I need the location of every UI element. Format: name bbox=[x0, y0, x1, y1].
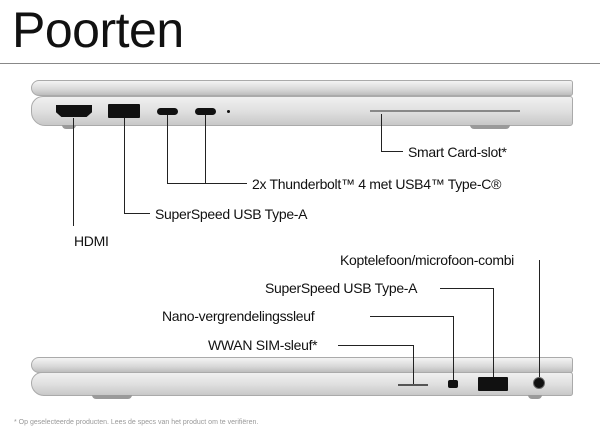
callout-line bbox=[73, 118, 74, 226]
label-thunderbolt: 2x Thunderbolt™ 4 met USB4™ Type-C® bbox=[252, 176, 502, 192]
lock-slot bbox=[448, 380, 458, 388]
callout-line bbox=[381, 114, 382, 152]
hdmi-port bbox=[56, 105, 92, 117]
callout-line bbox=[205, 115, 206, 184]
callout-line bbox=[381, 151, 403, 152]
usb-a-port bbox=[478, 377, 508, 391]
callout-line bbox=[453, 316, 454, 380]
laptop-foot bbox=[92, 395, 132, 399]
label-hdmi: HDMI bbox=[74, 233, 109, 249]
label-lock: Nano-vergrendelingssleuf bbox=[162, 308, 315, 324]
laptop-foot bbox=[62, 125, 76, 129]
callout-line bbox=[539, 260, 540, 377]
callout-line bbox=[493, 288, 494, 377]
callout-line bbox=[370, 316, 453, 317]
label-usb-a: SuperSpeed USB Type-A bbox=[265, 280, 418, 296]
divider bbox=[0, 63, 600, 64]
usb-c-port bbox=[157, 108, 178, 115]
callout-line bbox=[167, 115, 168, 184]
callout-line bbox=[440, 288, 493, 289]
callout-line bbox=[413, 345, 414, 384]
callout-line bbox=[124, 213, 150, 214]
sim-slot bbox=[398, 384, 428, 386]
laptop-lid bbox=[31, 80, 573, 96]
label-audio: Koptelefoon/microfoon-combi bbox=[340, 252, 514, 268]
callout-line bbox=[167, 183, 247, 184]
laptop-lid bbox=[31, 357, 573, 373]
label-usb-a: SuperSpeed USB Type-A bbox=[155, 206, 308, 222]
smart-card-slot bbox=[370, 110, 520, 112]
laptop-foot bbox=[470, 125, 510, 129]
usb-c-port bbox=[195, 108, 216, 115]
laptop-foot bbox=[528, 395, 542, 399]
callout-line bbox=[338, 345, 413, 346]
footnote: * Op geselecteerde producten. Lees de sp… bbox=[14, 419, 259, 426]
usb-a-port bbox=[108, 104, 140, 118]
audio-jack bbox=[533, 377, 545, 389]
label-smart-card: Smart Card-slot* bbox=[408, 144, 507, 160]
label-sim: WWAN SIM-sleuf* bbox=[208, 337, 318, 353]
led-indicator bbox=[227, 110, 230, 113]
callout-line bbox=[124, 118, 125, 214]
page-title: Poorten bbox=[12, 2, 184, 58]
